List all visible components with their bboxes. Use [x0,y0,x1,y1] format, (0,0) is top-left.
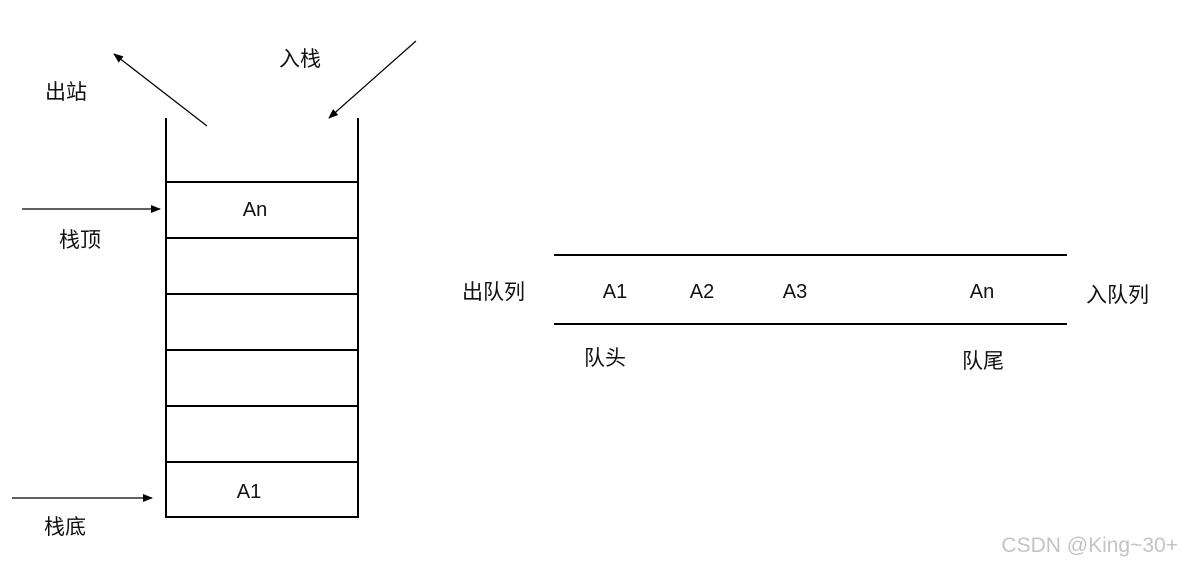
queue-head-label: 队头 [584,346,626,370]
top-label: 栈顶 [59,228,101,252]
queue-item: A2 [690,281,714,303]
watermark: CSDN @King~30+ [1001,534,1178,557]
queue-tail-label: 队尾 [962,349,1004,373]
push-arrow [328,40,417,119]
stack-cell-top: An [243,199,267,221]
pop-arrow [113,53,208,127]
pop-label: 出站 [45,80,87,104]
push-label: 入栈 [279,47,321,71]
queue: 出队列 入队列 A1 A2 A3 An 队头 队尾 [462,254,1149,373]
dequeue-label: 出队列 [462,280,525,304]
bottom-label: 栈底 [44,515,86,539]
enqueue-label: 入队列 [1086,283,1149,307]
queue-item: A3 [783,281,807,303]
stack-cell-bottom: A1 [237,481,261,503]
queue-item: An [970,281,994,303]
stack: An A1 出站 入栈 栈顶 栈底 [12,40,417,539]
queue-item: A1 [603,281,627,303]
